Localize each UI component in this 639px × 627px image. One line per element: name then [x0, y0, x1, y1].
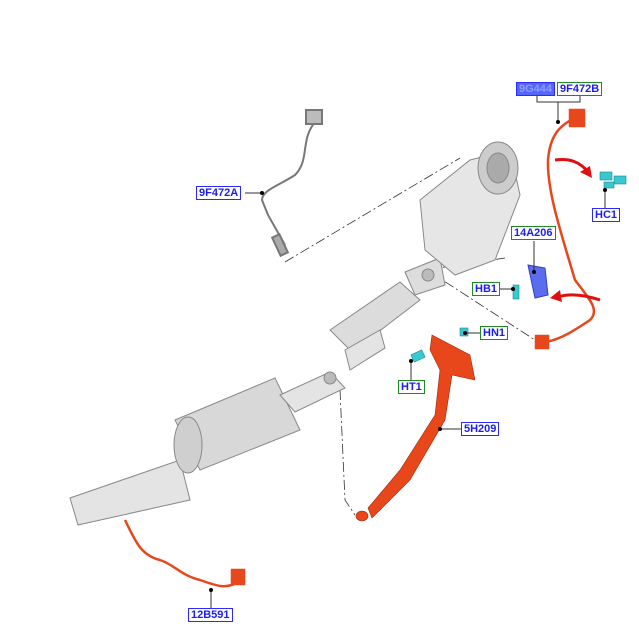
heat-shield-5h209	[355, 334, 476, 522]
callout-14a206[interactable]: 14A206	[511, 226, 556, 240]
arrow-icon	[554, 158, 590, 173]
callout-12b591[interactable]: 12B591	[188, 608, 233, 622]
sensor-9f472a	[260, 109, 323, 258]
callout-hn1[interactable]: HN1	[480, 326, 509, 340]
callout-hb1[interactable]: HB1	[472, 282, 501, 296]
sensor-12b591	[123, 519, 246, 588]
callout-5h209[interactable]: 5H209	[461, 422, 500, 436]
callout-9g444[interactable]: 9G444	[516, 82, 556, 96]
bracket-14a206	[527, 264, 549, 299]
clip-hc1	[599, 171, 627, 189]
callout-9f472b[interactable]: 9F472B	[557, 82, 603, 96]
sensor-9f472b	[534, 108, 596, 350]
callout-ht1[interactable]: HT1	[398, 380, 425, 394]
callout-hc1[interactable]: HC1	[592, 208, 621, 222]
callout-9f472a[interactable]: 9F472A	[196, 186, 242, 200]
exhaust-pipe	[69, 141, 521, 526]
clip-hb1	[512, 284, 520, 300]
clip-ht1	[410, 349, 426, 363]
